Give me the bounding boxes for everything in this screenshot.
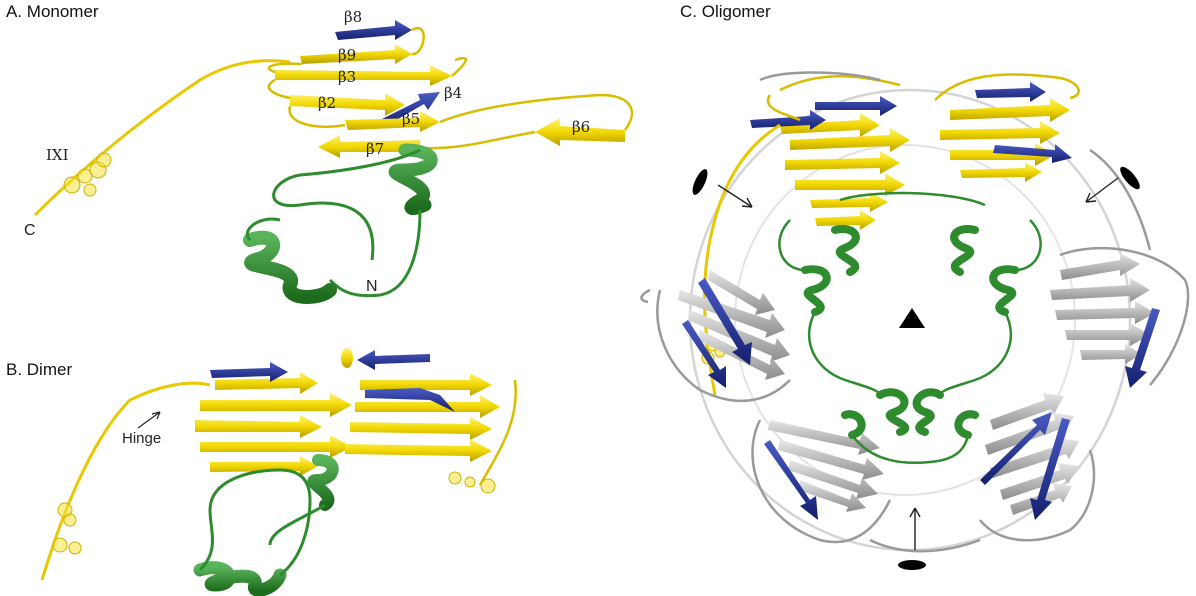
monomer-n-loop <box>328 209 422 298</box>
label-beta8: β8 <box>344 8 363 26</box>
strand-b4 <box>380 92 440 126</box>
three-fold-axis-triangle <box>899 308 925 328</box>
ixi-spheres <box>63 152 112 197</box>
panel-b-title: B. Dimer <box>6 360 73 379</box>
strand-b6 <box>535 118 625 146</box>
strand-b7 <box>318 135 420 158</box>
dimer-helix-left <box>193 561 287 596</box>
panel-c-title: C. Oligomer <box>680 2 771 21</box>
label-beta2: β2 <box>318 94 337 112</box>
label-beta3: β3 <box>338 68 357 86</box>
label-ixi: IXI <box>46 146 69 164</box>
label-beta6: β6 <box>572 118 591 136</box>
dimer-spheres-left <box>52 502 82 555</box>
monomer-helix-2 <box>243 230 337 304</box>
arrow-bottom <box>909 507 921 550</box>
label-beta9: β9 <box>338 46 357 64</box>
panel-a-title: A. Monomer <box>6 2 99 21</box>
oligomer-subunit-bottom-right <box>979 393 1096 542</box>
label-hinge: Hinge <box>122 430 162 447</box>
oligomer-helix-ring <box>801 225 1019 439</box>
monomer-structure <box>33 20 634 304</box>
oligomer-subunit-bottom-left <box>751 419 892 544</box>
dimer-left-tail <box>40 381 211 581</box>
label-beta5: β5 <box>402 110 421 128</box>
oligomer-subunit-top-left <box>750 75 910 230</box>
oligomer-subunit-left <box>656 270 791 403</box>
arrow-left <box>717 184 753 208</box>
label-c-terminus: C <box>24 222 36 239</box>
label-beta7: β7 <box>366 140 385 158</box>
oligomer-subunit-right <box>1050 246 1190 388</box>
strand-b9 <box>300 44 412 64</box>
strand-b2 <box>290 93 405 116</box>
monomer-helix-1 <box>388 143 438 216</box>
oligomer-subunit-top-right <box>934 73 1080 182</box>
arrow-right <box>1085 177 1119 203</box>
strand-b3 <box>275 65 452 86</box>
two-fold-axis-right <box>1120 166 1140 190</box>
label-beta4: β4 <box>444 84 463 102</box>
dimer-structure <box>40 348 518 596</box>
two-fold-axis-left <box>692 169 708 195</box>
label-n-terminus: N <box>366 278 378 295</box>
dimer-right-tail <box>478 379 518 486</box>
strand-b5 <box>345 111 440 132</box>
strand-b8 <box>335 20 412 40</box>
two-fold-axis-bottom <box>898 560 926 570</box>
dimer-helix-right <box>307 454 339 511</box>
dimer-spheres-right <box>448 471 496 494</box>
oligomer-structure <box>640 71 1190 570</box>
hinge-arrow <box>137 411 161 429</box>
